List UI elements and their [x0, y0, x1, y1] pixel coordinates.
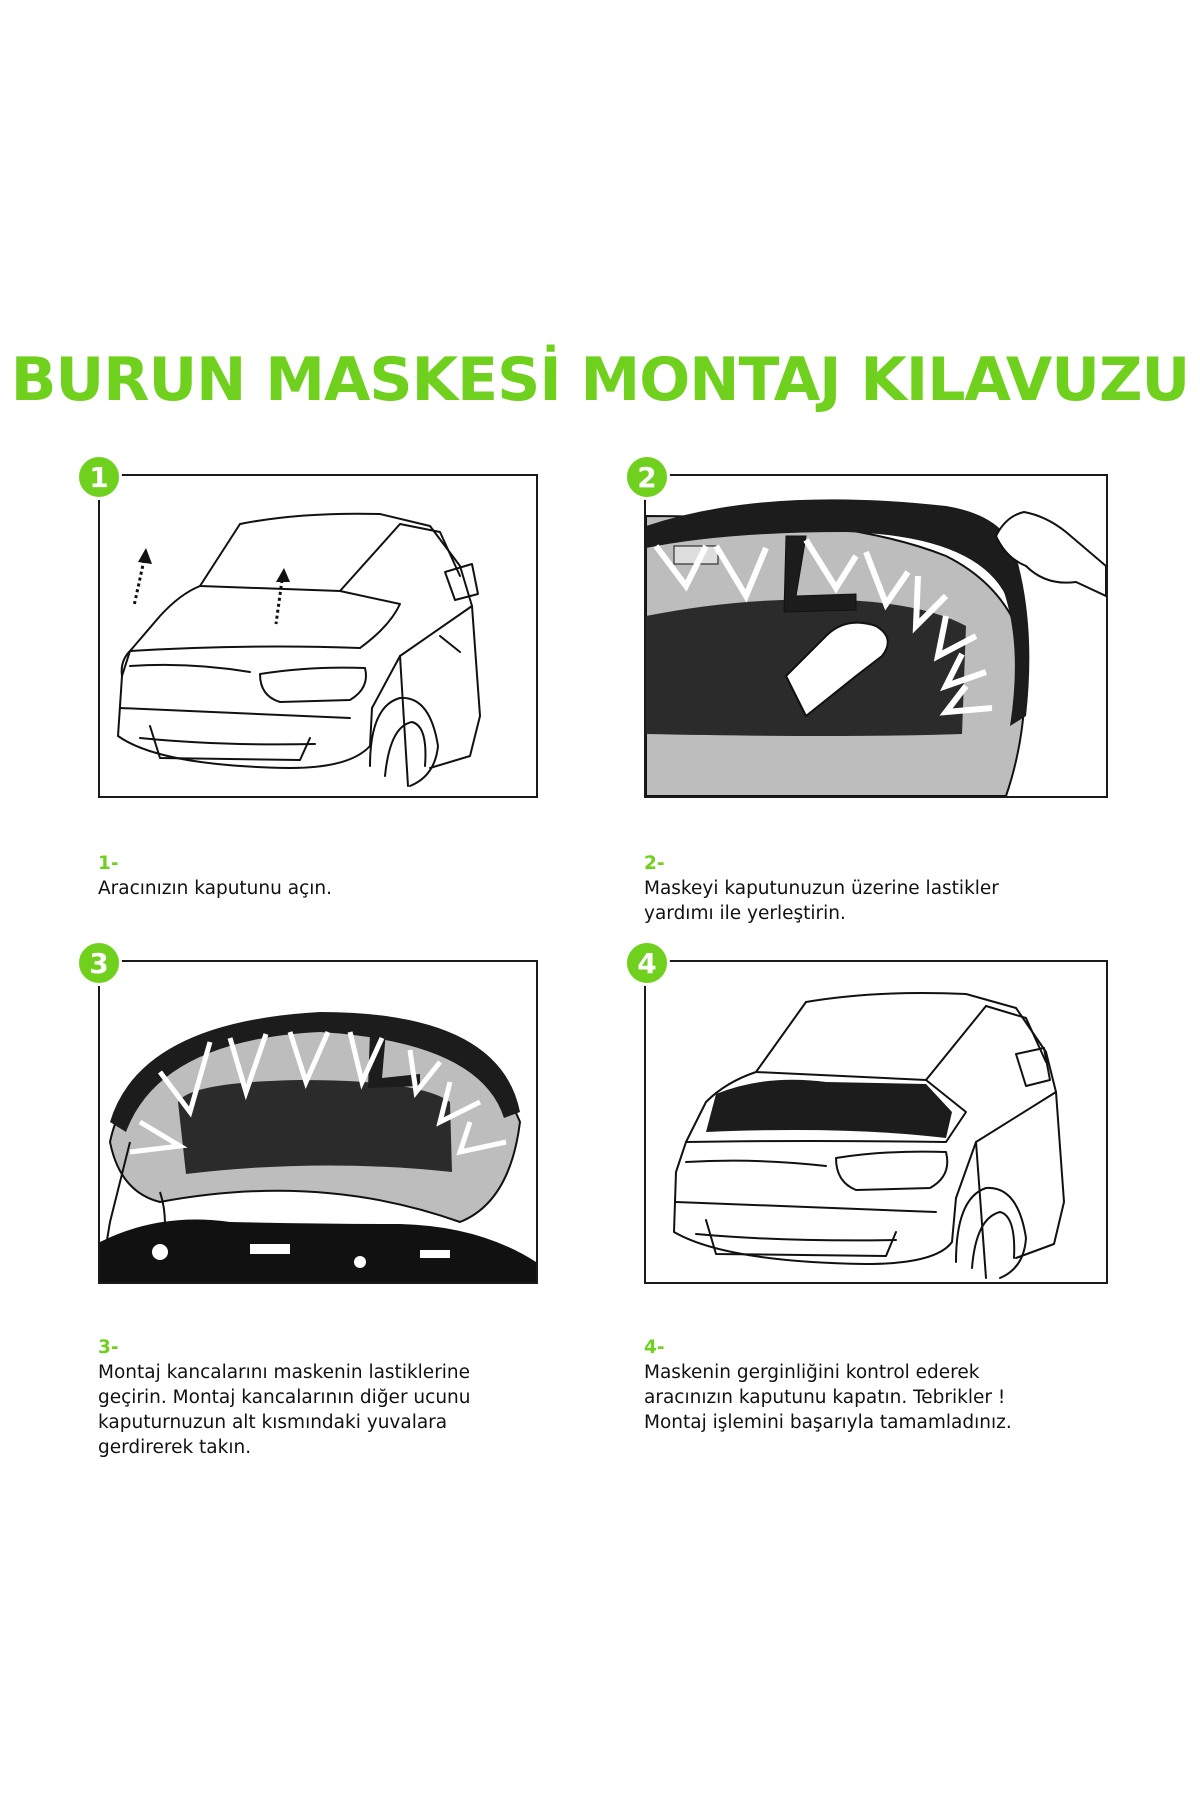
step-2-number-label: 2-	[644, 853, 665, 874]
step-4-text: Maskenin gerginliğini kontrol ederek ara…	[644, 1362, 1012, 1433]
step-3-number-badge: 3	[76, 940, 122, 986]
step-4-number-label: 4-	[644, 1337, 665, 1358]
step-1-text: Aracınızın kaputunu açın.	[98, 878, 332, 899]
step-3-number-label: 3-	[98, 1337, 119, 1358]
step-2-number-badge: 2	[624, 454, 670, 500]
step-1-caption: 1- Aracınızın kaputunu açın.	[98, 826, 558, 901]
step-4-caption: 4- Maskenin gerginliğini kontrol ederek …	[644, 1310, 1104, 1435]
step-3-illustration	[98, 960, 538, 1284]
step-3-text: Montaj kancalarını maskenin lastiklerine…	[98, 1362, 471, 1458]
mask-on-hood-underside-illustration	[646, 499, 1106, 796]
page-title: BURUN MASKESİ MONTAJ KILAVUZU	[10, 345, 1190, 415]
step-1-illustration	[98, 474, 538, 798]
car-hood-open-illustration	[117, 512, 481, 787]
step-2-text: Maskeyi kaputunuzun üzerine lastikler ya…	[644, 878, 999, 924]
step-3-caption: 3- Montaj kancalarını maskenin lastikler…	[98, 1310, 558, 1460]
step-4-number-badge: 4	[624, 940, 670, 986]
step-2-illustration	[644, 474, 1108, 798]
step-4-illustration	[644, 960, 1108, 1284]
step-1-number-label: 1-	[98, 853, 119, 874]
step-1-number-badge: 1	[76, 454, 122, 500]
step-2-caption: 2- Maskeyi kaputunuzun üzerine lastikler…	[644, 826, 1104, 926]
hooks-attached-illustration	[100, 1012, 536, 1282]
car-with-mask-illustration	[673, 992, 1065, 1279]
